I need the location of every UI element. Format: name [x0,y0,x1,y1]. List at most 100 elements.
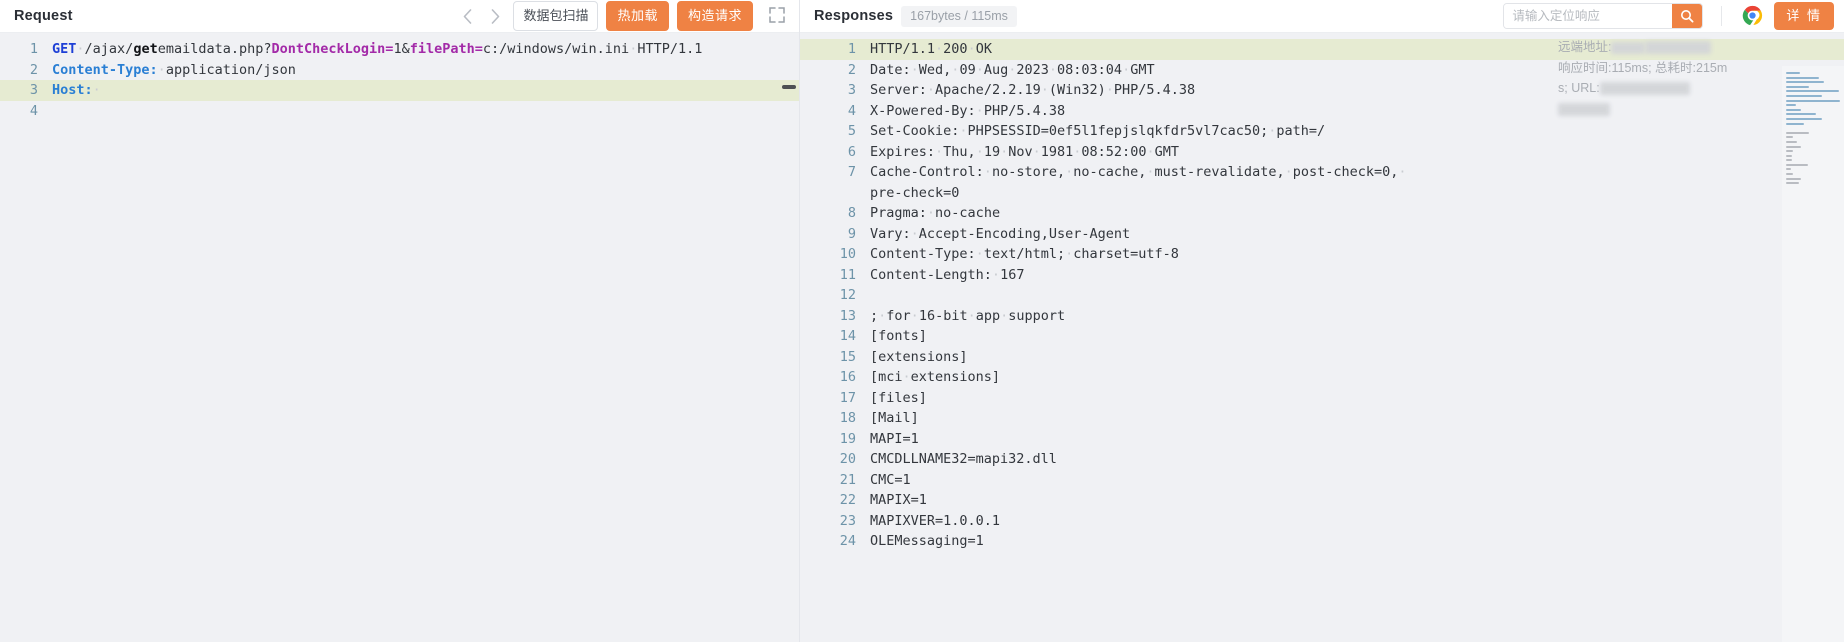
chevron-right-icon[interactable] [485,3,505,29]
line-content: CMCDLLNAME32=mapi32.dll [870,451,1057,467]
line-content: Vary:·Accept-Encoding,User-Agent [870,225,1131,242]
line-number: 10 [839,246,856,262]
minimap-line [1786,136,1793,139]
line-number: 3 [29,82,38,98]
hot-reload-button[interactable]: 热加载 [606,1,669,31]
response-toolbar: Responses 167bytes / 115ms [800,0,1844,33]
line-content: [extensions] [870,348,968,365]
response-code-line: 9 Vary:·Accept-Encoding,User-Agent [800,224,1844,245]
response-size-badge: 167bytes / 115ms [901,5,1017,27]
minimap-line [1786,173,1793,176]
minimap-line [1786,72,1801,74]
minimap-line [1786,81,1824,84]
line-content [870,285,886,306]
build-request-button[interactable]: 构造请求 [676,1,753,31]
line-content: Expires:·Thu,·19·Nov·1981·08:52:00·GMT [870,143,1179,160]
response-code-line: 14[fonts] [800,326,1844,347]
response-code-line: 21 CMC=1 [800,470,1844,491]
line-number: 20 [839,451,856,467]
line-content: Cache-Control:·no-store,·no-cache,·must-… [870,164,1407,180]
response-code-line: 20 CMCDLLNAME32=mapi32.dll [800,449,1844,470]
minimap-line [1786,99,1840,102]
minimap-line [1786,117,1823,120]
line-content: X-Powered-By:·PHP/5.4.38 [870,102,1066,119]
search-box[interactable] [1503,3,1704,29]
response-code-line: 16[mci·extensions] [800,367,1844,388]
expand-icon[interactable] [767,5,789,27]
search-input[interactable] [1504,4,1673,28]
line-number: 2 [29,61,38,78]
line-number: 12 [839,287,856,303]
line-number: 17 [839,389,856,406]
line-number: 24 [839,533,856,549]
minimap-line [1786,163,1808,166]
chevron-left-icon[interactable] [457,3,477,29]
response-code-line: 23 MAPIXVER=1.0.0.1 [800,511,1844,532]
line-content: GET·/ajax/getemaildata.php?DontCheckLogi… [52,41,703,57]
minimap-line [1786,104,1797,107]
line-number: 8 [847,205,856,221]
request-scrollbar-thumb[interactable] [782,85,796,89]
minimap-line [1786,90,1840,93]
line-number: 23 [839,512,856,529]
packet-scan-button[interactable]: 数据包扫描 [513,1,599,31]
minimap-line [1786,108,1802,111]
line-content: CMC=1 [870,471,911,488]
line-number: 18 [839,410,856,426]
detail-button[interactable]: 详 情 [1774,2,1834,30]
line-content [52,101,68,122]
response-search [1503,3,1704,29]
minimap-line [1786,150,1793,153]
line-content: Content-Type:·text/html;·charset=utf-8 [870,246,1179,262]
minimap-line [1786,182,1800,185]
response-code-line: 10 Content-Type:·text/html;·charset=utf-8 [800,244,1844,265]
line-number: 7 [847,164,856,180]
request-panel-title: Request [14,8,73,24]
line-number: 11 [839,266,856,283]
response-code-line: 17 [files] [800,388,1844,409]
minimap-line [1786,177,1802,180]
response-code-line: 7 Cache-Control:·no-store,·no-cache,·must… [800,162,1844,203]
line-content: Content-Length:·167 [870,266,1025,283]
line-content: MAPI=1 [870,430,919,447]
line-number: 9 [847,225,856,242]
line-content: MAPIXVER=1.0.0.1 [870,512,1001,529]
line-number: 21 [839,471,856,488]
minimap-line [1786,85,1809,88]
line-number: 14 [839,328,856,344]
response-code-line: 15[extensions] [800,347,1844,368]
line-number: 1 [847,41,856,57]
line-content: Pragma:·no-cache [870,205,1001,221]
minimap-line [1786,140,1798,143]
request-code-line: 4 [0,101,799,122]
response-panel: Responses 167bytes / 115ms [800,0,1844,642]
minimap-line [1786,145,1802,148]
toolbar-divider [1721,6,1723,26]
chrome-icon[interactable] [1742,5,1764,27]
minimap-line [1786,76,1820,79]
minimap-line [1786,168,1791,171]
search-icon[interactable] [1672,4,1703,28]
minimap-line [1786,113,1817,116]
line-content: [mci·extensions] [870,369,1001,385]
line-content: Server:·Apache/2.2.19·(Win32)·PHP/5.4.38 [870,82,1196,98]
minimap-line [1786,154,1792,157]
minimap-line [1786,159,1792,162]
line-content: Set-Cookie:·PHPSESSID=0ef5l1fepjslqkfdr5… [870,123,1326,139]
line-content: [files] [870,389,927,406]
minimap-line [1786,122,1805,125]
code-minimap[interactable] [1782,66,1844,642]
